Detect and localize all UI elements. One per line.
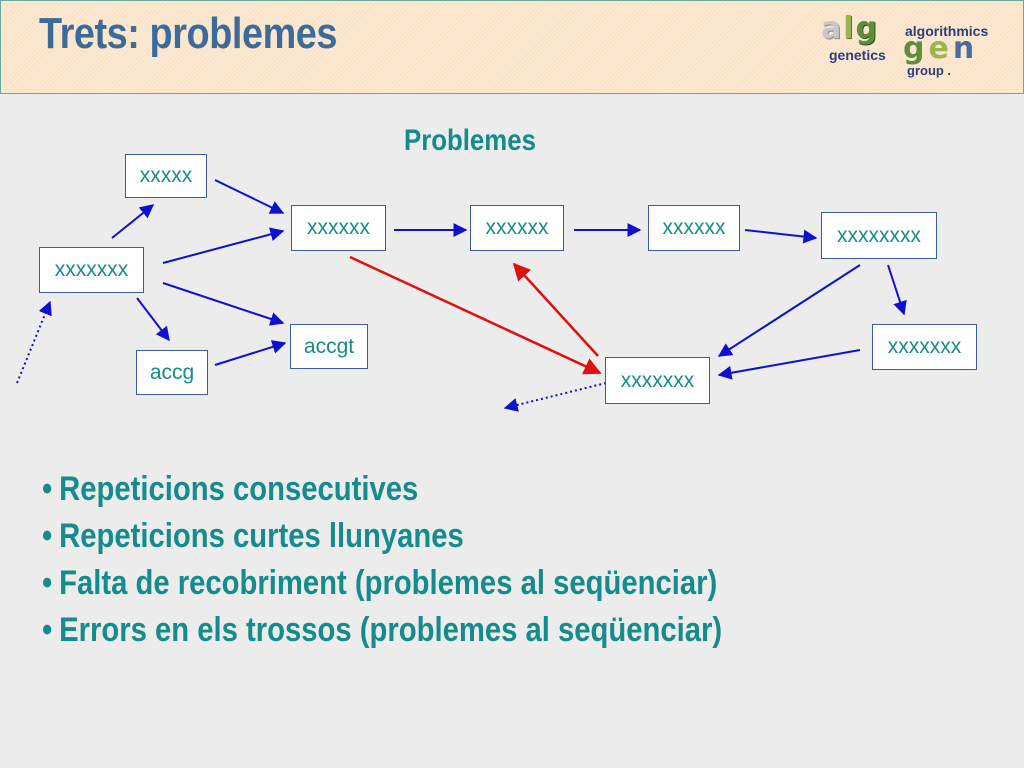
edge-outgoing-dotted [503, 382, 607, 412]
edge-n1-n3 [214, 179, 285, 214]
edge-n5-n6 [744, 229, 818, 244]
node-n2: xxxxxxx [39, 247, 144, 293]
logo-word-group: group . [907, 63, 952, 78]
node-n9: xxxxxxx [872, 324, 977, 370]
edge-n10-n4-problem [512, 262, 599, 357]
edge-n3-n10-problem [349, 255, 602, 375]
node-n3: xxxxxx [291, 205, 386, 251]
edge-n2-n3 [162, 227, 285, 264]
node-n8: accg [136, 350, 208, 395]
edge-n2-n8 [136, 297, 170, 342]
edge-n6-n10 [717, 264, 861, 357]
bullet-item: •Falta de recobriment (problemes al seqü… [42, 564, 718, 602]
diagram-title: Problemes [404, 124, 536, 157]
logo-word-genetics: genetics [829, 47, 886, 63]
edge-n2-n7 [162, 282, 285, 326]
node-n7: accgt [290, 324, 368, 369]
bullet-item: •Repeticions consecutives [42, 470, 419, 508]
node-n5: xxxxxx [648, 205, 740, 251]
edge-n6-n9 [887, 264, 907, 316]
edge-n2-n1 [111, 204, 155, 239]
node-n1: xxxxx [125, 154, 207, 198]
node-n4: xxxxxx [470, 205, 564, 251]
edge-n9-n10 [717, 349, 861, 380]
slide-title: Trets: problemes [39, 9, 338, 58]
logo-word-algorithmics: algorithmics [905, 23, 989, 39]
algorithmics-genetics-group-logo: alg algorithmics gen genetics group . [819, 11, 1019, 83]
logo-alg-letters: alg [821, 11, 878, 46]
bullet-item: •Repeticions curtes llunyanes [42, 517, 464, 555]
problem-bullet-list: •Repeticions consecutives •Repeticions c… [42, 466, 833, 654]
node-n10: xxxxxxx [605, 357, 710, 404]
node-n6: xxxxxxxx [821, 212, 937, 259]
edge-n8-n7 [214, 340, 287, 366]
slide-header: Trets: problemes alg algorithmics gen ge… [0, 0, 1024, 94]
bullet-item: •Errors en els trossos (problemes al seq… [42, 611, 723, 649]
logo-gen-letters: gen [903, 31, 979, 66]
edge-incoming-dotted [16, 300, 52, 384]
